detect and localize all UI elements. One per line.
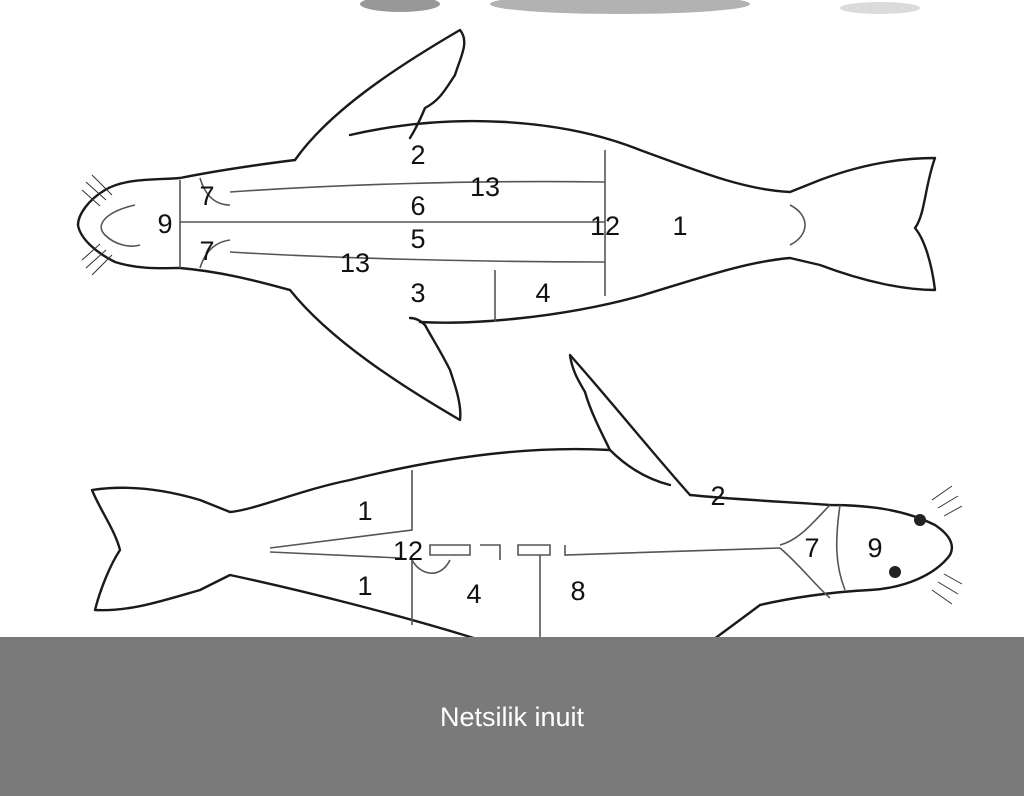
bottom-seal-whiskers — [932, 486, 962, 604]
bottom-seal-eye-lower — [889, 566, 901, 578]
top-label-7-lower: 7 — [199, 236, 214, 266]
top-seal-lower-flipper — [290, 290, 460, 420]
top-smudge — [360, 0, 920, 14]
top-label-13-upper: 13 — [470, 172, 500, 202]
top-label-3: 3 — [410, 278, 425, 308]
top-label-4: 4 — [535, 278, 550, 308]
top-label-6: 6 — [410, 191, 425, 221]
top-label-5: 5 — [410, 224, 425, 254]
bottom-seal-eye-upper — [914, 514, 926, 526]
bottom-label-7: 7 — [804, 533, 819, 563]
bottom-label-8: 8 — [570, 576, 585, 606]
top-label-12: 12 — [590, 211, 620, 241]
bottom-seal-cut-lines — [270, 470, 845, 645]
bottom-label-4: 4 — [466, 579, 481, 609]
top-label-2: 2 — [410, 140, 425, 170]
bottom-label-1-lower: 1 — [357, 571, 372, 601]
top-label-13-lower: 13 — [340, 248, 370, 278]
bottom-seal-front-flipper — [570, 355, 690, 495]
bottom-label-12: 12 — [393, 536, 423, 566]
bottom-seal-body-outline — [92, 449, 610, 650]
bottom-label-2: 2 — [710, 481, 725, 511]
caption-text: Netsilik inuit — [0, 702, 1024, 733]
top-seal-tail-notch — [790, 205, 805, 245]
bottom-label-9: 9 — [867, 533, 882, 563]
bottom-label-1-upper: 1 — [357, 496, 372, 526]
top-seal: 2 13 7 6 9 12 1 7 5 13 3 4 — [78, 30, 935, 420]
top-seal-nose-line — [101, 205, 140, 246]
top-seal-head-outline — [78, 160, 295, 290]
top-seal-upper-flipper — [295, 30, 464, 160]
top-label-9: 9 — [157, 209, 172, 239]
top-label-7-upper: 7 — [199, 181, 214, 211]
top-seal-whiskers — [82, 175, 112, 275]
top-label-1: 1 — [672, 211, 687, 241]
